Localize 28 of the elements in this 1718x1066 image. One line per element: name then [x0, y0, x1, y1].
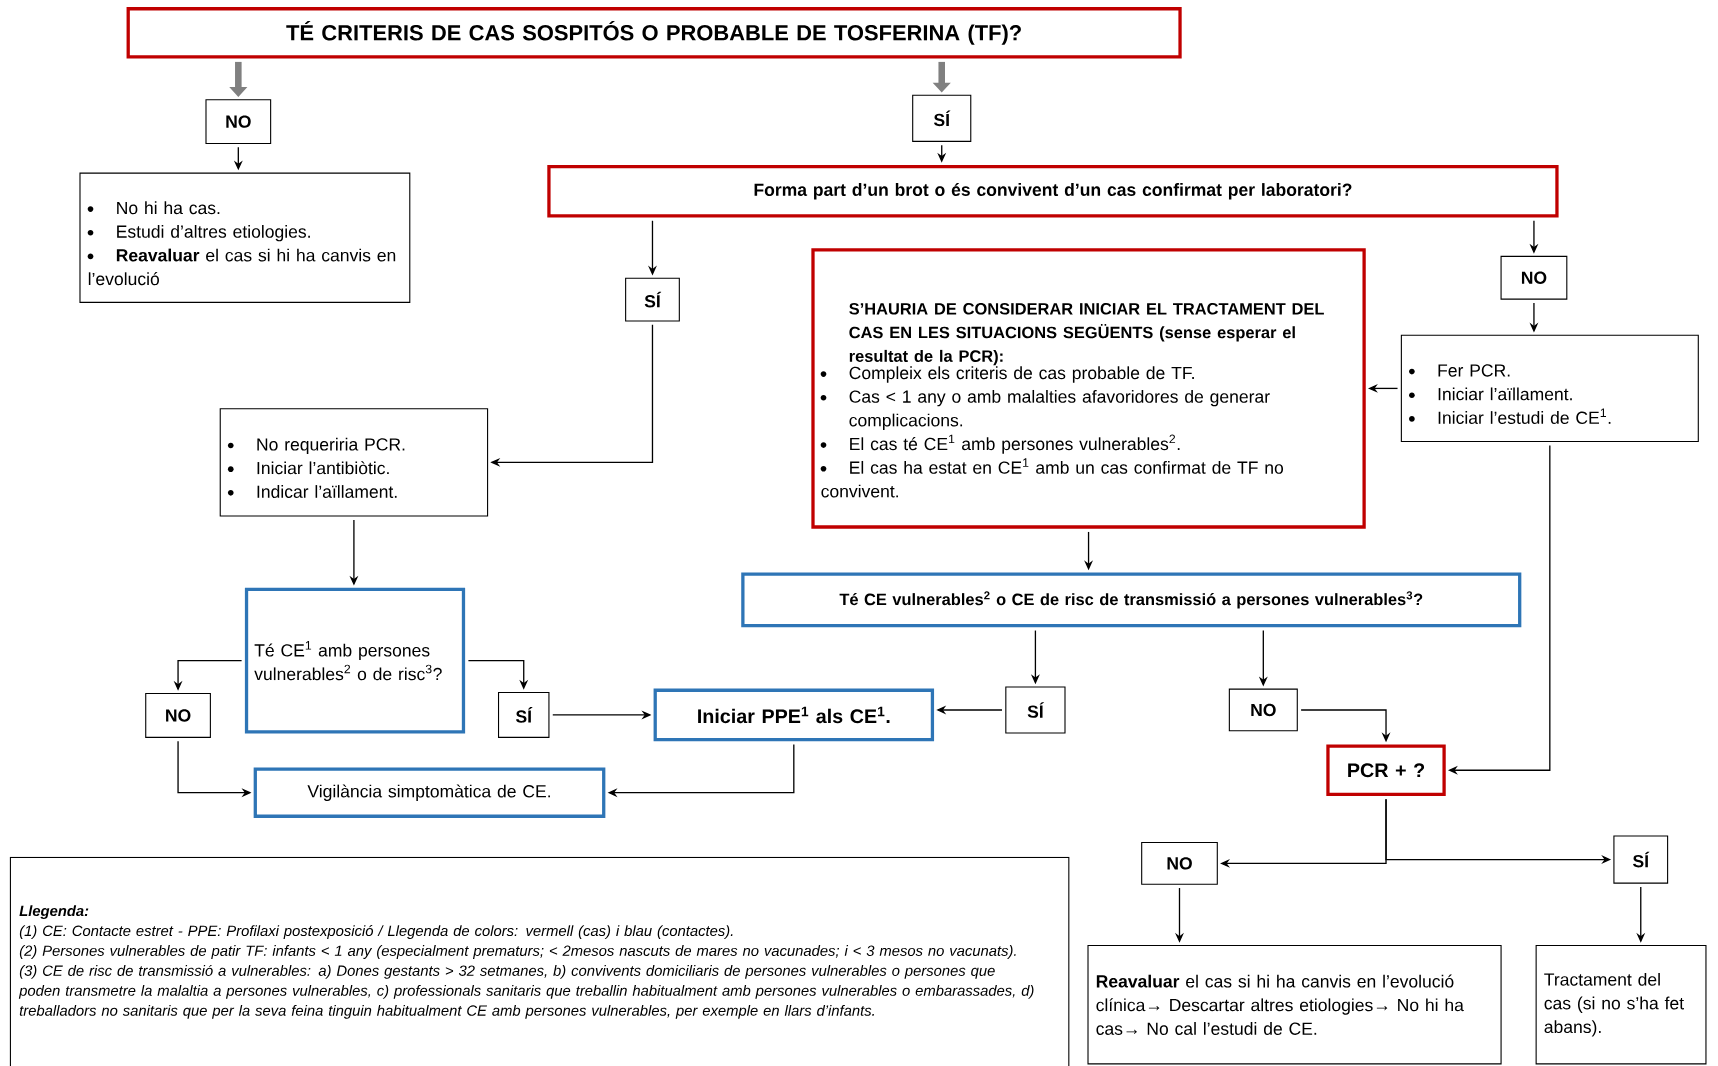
text-box: Reavaluar el cas si hi ha canvis en l’evolució clínica→ Descartar altres etiologies→ No hi ha cas→ No cal l’estudi de CE. [1087, 944, 1502, 1065]
text-box: NO [205, 99, 272, 145]
bullet-list-box: No hi ha cas. Estudi d’altres etiologies. Reavaluar el cas si hi ha canvis en l’evolució [79, 172, 411, 303]
text-box: NO [1141, 842, 1218, 885]
text-box: Tractament del cas (si no s’ha fet abans). [1535, 944, 1707, 1065]
text-box: SÍ [1613, 835, 1669, 884]
question-box: Vigilància simptomàtica de CE. [253, 767, 606, 818]
label: (3) CE de risc de transmissió a vulnerables: a) Dones gestants > 32 setmanes, b) convivents domiciliaris de persones vulnerables o persones que poden transmetre la malaltia a persones vulnerables, c) professionals sanitaris que treballin habitualment amb persones vulnerables o embarassades, d) treballadors no sanitaris que per la seva feina tinguin habitualment CE amb persones vulnerables, per exemple en llars d’infants. [18, 964, 1034, 1019]
question-box: TÉ CRITERIS DE CAS SOSPITÓS O PROBABLE DE TOSFERINA (TF)? [126, 7, 1182, 59]
bullet-list-box: S’HAURIA DE CONSIDERAR INICIAR EL TRACTAMENT DEL CAS EN LES SITUACIONS SEGÜENTS (sense esperar el resultat de la PCR): Compleix els criteris de cas probable de TF. Cas < 1 any o amb malalties afavoridores de generar complicacions. El cas té CE$^{1}$ amb persones vulnerables$^{2}$. El cas ha estat en CE$^{1}$ amb un cas confirmat de TF no convivent. [811, 248, 1366, 529]
text-box: SÍ [498, 691, 550, 738]
text-box: SÍ [1005, 686, 1066, 734]
question-box: Té CE$^{1}$ amb persones vulnerables$^{2}$ o de risc$^{3}$? [244, 587, 466, 734]
question-box: PCR + ? [1326, 744, 1446, 796]
label: (1) CE: Contacte estret - PPE: Profilaxi postexposició / Llegenda de colors: vermell (cas) i blau (contactes). [19, 924, 733, 939]
bullet-list-box: Fer PCR. Iniciar l’aïllament. Iniciar l’estudi de CE$^{1}$. [1400, 334, 1699, 443]
text-box: NO [145, 692, 211, 738]
text-box: NO [1228, 688, 1298, 732]
text-box: NO [1500, 255, 1568, 300]
question-box: Iniciar PPE$^{1}$ als CE$^{1}$. [653, 688, 935, 742]
label: (2) Persones vulnerables de patir TF: infants < 1 any (especialment prematurs; < 2mesos nascuts de mares no vacunades; i < 3 mesos no vacunats). [19, 945, 1016, 959]
legend-box: Llegenda: (1) CE: Contacte estret - PPE: Profilaxi postexposició / Llegenda de colors: vermell (cas) i blau (contactes). (2) Persones vulnerables de patir TF: infants < 1 any (especialment prematurs; < 2mesos nascuts de mares no vacunades; i < 3 mesos no vacunats). (3) CE de risc de transmissió a vulnerables: a) Dones gestants > 32 setmanes, b) convivents domiciliaris de persones vulnerables o persones que poden transmetre la malaltia a persones vulnerables, c) professionals sanitaris que treballin habitualment amb persones vulnerables o embarassades, d) treballadors no sanitaris que per la seva feina tinguin habitualment CE amb persones vulnerables, per exemple en llars d’infants. [9, 856, 1070, 1066]
question-box: Té CE vulnerables$^{2}$ o CE de risc de transmissió a persones vulnerables$^{3}$? [741, 572, 1522, 628]
text-box: SÍ [912, 94, 972, 142]
label: Llegenda: [19, 905, 89, 919]
question-box: Forma part d’un brot o és convivent d’un cas confirmat per laboratori? [547, 164, 1559, 218]
bullet-list-box: No requeriria PCR. Iniciar l’antibiòtic. Indicar l’aïllament. [219, 408, 489, 517]
text-box: SÍ [625, 277, 680, 322]
